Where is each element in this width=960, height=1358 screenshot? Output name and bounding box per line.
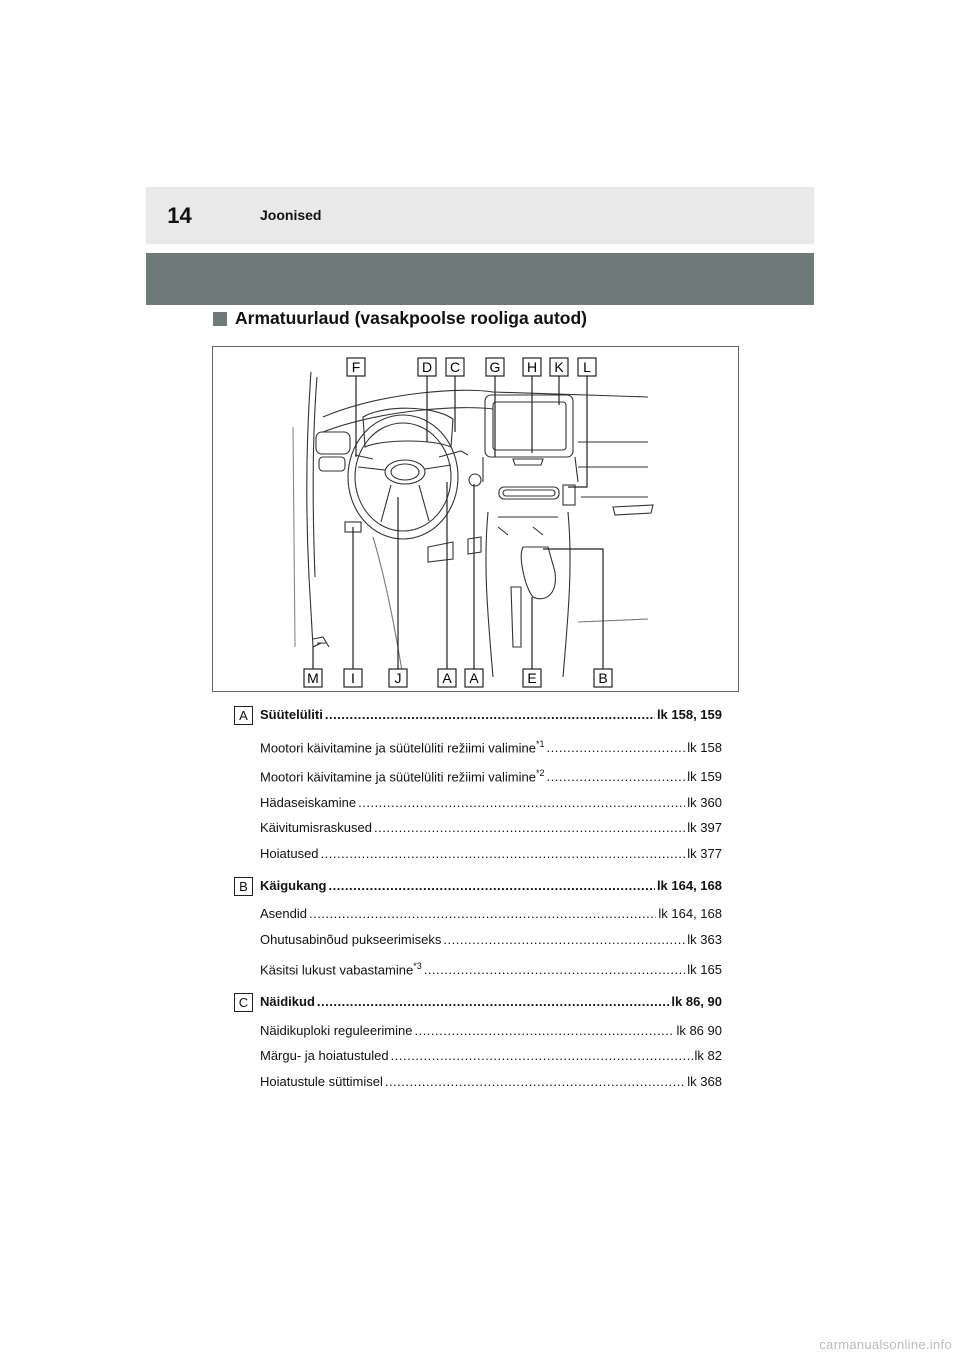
callout-top: F D C G H K L: [346, 357, 597, 377]
list-item: Mootori käivitamine ja süütelüliti režii…: [260, 739, 722, 755]
page-ref: lk 158, 159: [656, 707, 722, 722]
callout-a: A: [442, 670, 452, 686]
page-ref: lk 360: [687, 795, 722, 810]
list-item: Ohutusabinõud pukseerimiseks lk 363: [260, 932, 722, 947]
header-band: [146, 253, 814, 305]
dot-leader: [547, 740, 686, 755]
dot-leader: [443, 932, 685, 947]
callout-a2: A: [469, 670, 479, 686]
dot-leader: [321, 846, 686, 861]
entry-gauges: Näidikud lk 86, 90: [260, 994, 722, 1009]
entry-label: Hoiatustule süttimisel: [260, 1074, 383, 1089]
footnote-mark: *1: [535, 739, 545, 749]
callout-i: I: [351, 670, 355, 686]
callout-j: J: [395, 670, 402, 686]
page-ref: lk 158: [687, 740, 722, 756]
dot-leader: [374, 820, 685, 835]
page-ref: lk 82: [694, 1048, 722, 1063]
callout-g: G: [490, 359, 501, 375]
entry-label: Käsitsi lukust vabastamine*3: [260, 961, 422, 978]
dashboard-drawing: F D C G H K L M I J: [292, 357, 654, 688]
callout-m: M: [307, 670, 319, 686]
list-item: Käsitsi lukust vabastamine*3 lk 165: [260, 961, 722, 977]
list-item: Käivitumisraskused lk 397: [260, 820, 722, 835]
list-item: Hoiatused lk 377: [260, 846, 722, 861]
section-heading: Armatuurlaud (vasakpoolse rooliga autod): [213, 308, 587, 329]
callout-bottom: M I J A A E B: [303, 668, 613, 688]
dot-leader: [424, 962, 686, 977]
group-key-b: B: [234, 877, 253, 896]
page-ref: lk 164, 168: [656, 878, 722, 893]
dot-leader: [325, 707, 655, 722]
callout-b: B: [598, 670, 607, 686]
group-key-a: A: [234, 706, 253, 725]
entry-label: Süütelüliti: [260, 707, 323, 722]
square-bullet-icon: [213, 311, 227, 326]
callout-e: E: [527, 670, 536, 686]
entry-shift-lever: Käigukang lk 164, 168: [260, 878, 722, 893]
section-title: Armatuurlaud (vasakpoolse rooliga autod): [235, 308, 587, 328]
page-ref: lk 159: [687, 769, 722, 785]
entry-label: Käivitumisraskused: [260, 820, 372, 835]
page-ref: lk 363: [687, 932, 722, 947]
footnote-mark: *2: [535, 768, 545, 778]
entry-label: Märgu- ja hoiatustuled: [260, 1048, 389, 1063]
entry-ignition-switch: Süütelüliti lk 158, 159: [260, 707, 722, 722]
dashboard-illustration: F D C G H K L M I J: [212, 346, 739, 692]
entry-label: Näidikuploki reguleerimine: [260, 1023, 413, 1038]
entry-label: Hädaseiskamine: [260, 795, 357, 810]
page-ref: lk 86 90: [676, 1023, 722, 1038]
dot-leader: [317, 994, 669, 1009]
page-ref: lk 368: [687, 1074, 722, 1089]
list-item: Asendid lk 164, 168: [260, 906, 722, 921]
callout-h: H: [527, 359, 537, 375]
page-ref: lk 164, 168: [658, 906, 722, 921]
watermark: carmanualsonline.info: [819, 1337, 952, 1352]
page-number: 14: [167, 203, 192, 228]
callout-c: C: [450, 359, 460, 375]
callout-l: L: [583, 359, 591, 375]
entry-label: Käigukang: [260, 878, 327, 893]
dot-leader: [385, 1074, 685, 1089]
dot-leader: [391, 1048, 693, 1063]
page-ref: lk 86, 90: [671, 994, 722, 1009]
dot-leader: [547, 769, 686, 784]
callout-k: K: [554, 359, 564, 375]
list-item: Hädaseiskamine lk 360: [260, 795, 722, 810]
page-ref: lk 397: [687, 820, 722, 835]
group-key-c: C: [234, 993, 253, 1012]
page-header: 14 Joonised: [146, 187, 814, 244]
dot-leader: [309, 906, 656, 921]
dot-leader: [358, 795, 685, 810]
page-ref: lk 377: [687, 846, 722, 861]
chapter-title: Joonised: [260, 207, 322, 223]
callout-f: F: [352, 359, 361, 375]
entry-label: Näidikud: [260, 994, 315, 1009]
page-ref: lk 165: [687, 962, 722, 978]
entry-label: Mootori käivitamine ja süütelüliti režii…: [260, 768, 545, 785]
dot-leader: [328, 878, 654, 893]
entry-label: Mootori käivitamine ja süütelüliti režii…: [260, 739, 545, 756]
entry-label: Asendid: [260, 906, 307, 921]
callout-d: D: [422, 359, 432, 375]
list-item: Hoiatustule süttimisel lk 368: [260, 1074, 722, 1089]
list-item: Näidikuploki reguleerimine lk 86 90: [260, 1023, 722, 1038]
list-item: Märgu- ja hoiatustuled lk 82: [260, 1048, 722, 1063]
footnote-mark: *3: [413, 961, 422, 971]
entry-label: Ohutusabinõud pukseerimiseks: [260, 932, 442, 947]
entry-label: Hoiatused: [260, 846, 319, 861]
list-item: Mootori käivitamine ja süütelüliti režii…: [260, 768, 722, 784]
dot-leader: [414, 1023, 674, 1038]
